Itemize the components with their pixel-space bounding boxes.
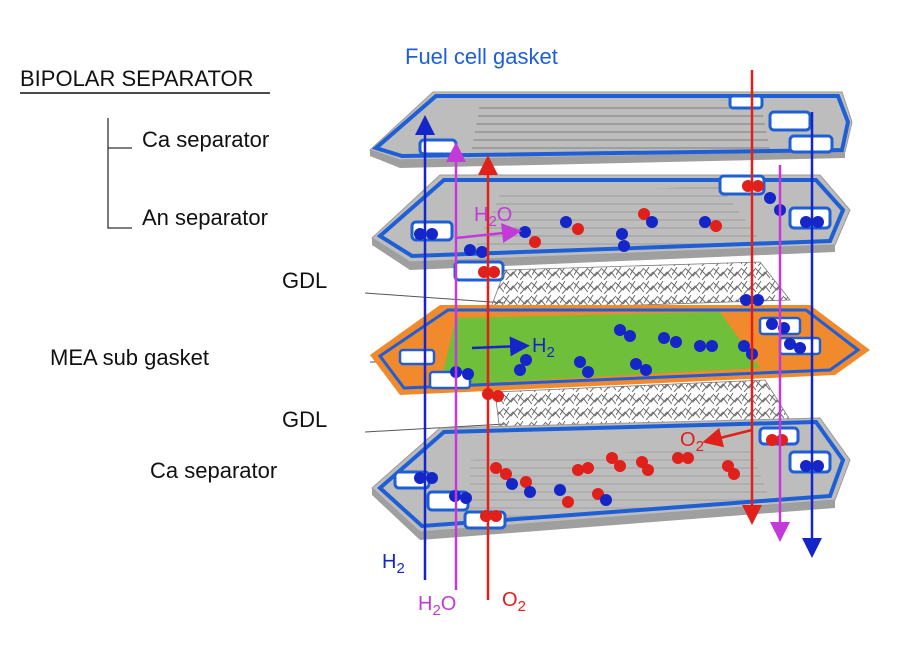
bipolar-separator-label: BIPOLAR SEPARATOR [20,66,254,91]
h2-mea-label: H2 [532,335,555,361]
gdl-upper-label: GDL [282,268,327,293]
an-separator-label: An separator [142,205,268,230]
flow-lines [415,70,822,600]
plate-ca-top [369,91,853,168]
plate-ca-bottom [371,417,851,540]
gdl-upper-layer [489,261,791,311]
o2-bottom-label: O2 [502,589,526,615]
h2-flow-arrow [471,336,530,357]
gdl-lower-label: GDL [282,407,327,432]
h2o-flow-arrow [455,223,522,244]
h2o-bottom-label: H2O [418,593,456,619]
o2-lower-label: O2 [680,429,704,455]
molecules [414,180,824,522]
h2o-upper-label: H2O [474,204,512,230]
ca-separator-bottom-label: Ca separator [150,458,277,483]
ca-separator-top-label: Ca separator [142,127,269,152]
plate-an [371,174,851,282]
gdl-upper-leader [364,292,506,304]
h2-bottom-label: H2 [382,551,405,577]
o2-flow-arrow [702,427,753,448]
gdl-lower-leader [364,423,506,433]
separator-bracket [107,118,132,229]
mea-label: MEA sub gasket [50,345,209,370]
fuel-cell-gasket-title: Fuel cell gasket [405,44,558,69]
